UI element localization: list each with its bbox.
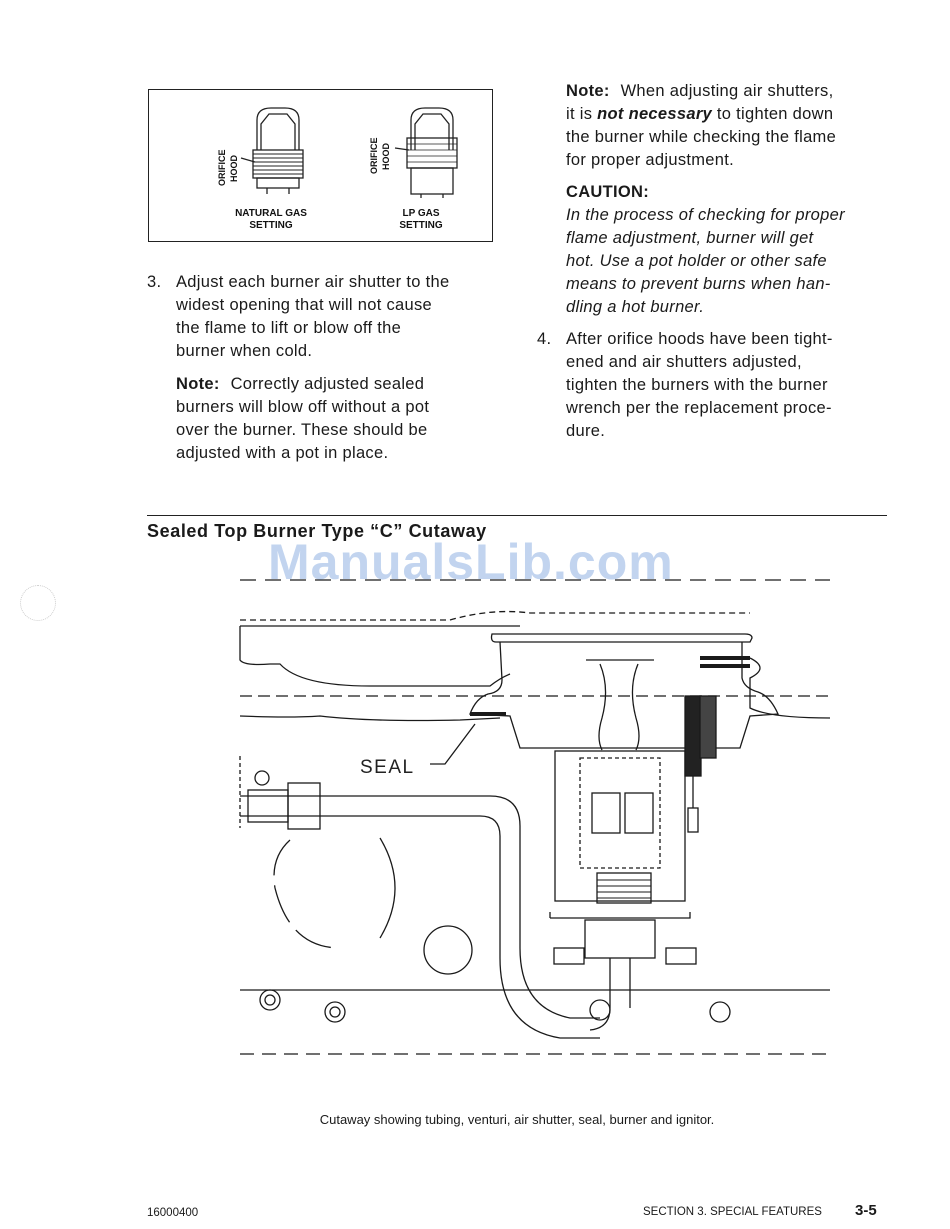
lp-gas-caption-line1: LP GAS: [402, 208, 439, 219]
cooktop-left-profile: [239, 626, 511, 687]
ignitor-insulator: [699, 695, 717, 759]
right-pan-profile: [749, 657, 831, 719]
right-note-line: When adjusting air shutters,: [620, 82, 834, 100]
caution-line: hot. Use a pot holder or other safe: [566, 252, 827, 270]
cutaway-drawing: SEAL: [239, 579, 831, 1055]
left-note-line: burners will blow off without a pot: [176, 398, 430, 416]
footer-doc-number: 16000400: [147, 1207, 199, 1219]
step-4-line: After orifice hoods have been tight-: [566, 330, 833, 348]
caution-line: dling a hot burner.: [566, 298, 705, 316]
gas-tubing-inner: [240, 815, 600, 1039]
left-note-line: over the burner. These should be: [176, 421, 428, 439]
step-4-number: 4.: [537, 330, 552, 348]
right-note-text: to tighten down: [712, 105, 834, 123]
step-3-line: the flame to lift or blow off the: [176, 319, 402, 337]
hidden-arc-right: [379, 837, 396, 939]
lp-gas-orifice-drawing: [394, 107, 458, 198]
right-note-text: it is: [566, 105, 598, 123]
seal-leader-line: [430, 723, 476, 765]
mounting-hole: [709, 1001, 731, 1023]
right-note-emphasis: not necessary: [597, 105, 713, 123]
lower-pan-line: [239, 715, 501, 722]
seal-label: SEAL: [360, 757, 415, 778]
mounting-bracket: [549, 912, 691, 919]
left-note-line: adjusted with a pot in place.: [176, 444, 389, 462]
caution-line: flame adjustment, burner will get: [566, 229, 814, 247]
caution-line: In the process of checking for proper: [566, 206, 845, 224]
section-divider: [147, 515, 887, 516]
orifice-hood-drawings: ORIFICE HOOD ORIFICE HOOD NATURAL GAS SE…: [217, 107, 458, 231]
hidden-arc: [273, 839, 341, 949]
gas-tubing-outer: [240, 795, 600, 1019]
lp-orifice-label-line1: ORIFICE: [369, 137, 379, 174]
natural-gas-caption-line1: NATURAL GAS: [235, 208, 307, 219]
natural-orifice-label-line2: HOOD: [229, 154, 239, 182]
compression-nut: [287, 782, 321, 830]
orifice-fitting: [596, 872, 652, 904]
left-note: Note: Correctly adjusted sealed burners …: [176, 373, 506, 465]
burner-port-hole: [423, 925, 473, 975]
air-shutter-inner: [579, 757, 661, 869]
left-note-label: Note:: [176, 375, 220, 393]
step-3-line: burner when cold.: [176, 342, 313, 360]
caution-line: means to prevent burns when han-: [566, 275, 831, 293]
step-3-number: 3.: [147, 273, 162, 291]
right-note: Note: When adjusting air shutters, it is…: [566, 80, 906, 172]
right-note-label: Note:: [566, 82, 610, 100]
ignitor-spring: [700, 656, 750, 668]
manualslib-watermark: ManualsLib.com: [268, 534, 674, 590]
caution-label: CAUTION:: [566, 183, 650, 201]
left-note-line: Correctly adjusted sealed: [230, 375, 425, 393]
scan-artifact: [20, 585, 56, 621]
lp-orifice-label-line2: HOOD: [381, 142, 391, 170]
natural-gas-orifice-drawing: [240, 107, 304, 194]
right-note-line: for proper adjustment.: [566, 151, 735, 169]
bracket-tab-right: [665, 947, 697, 965]
step-3-text: Adjust each burner air shutter to the wi…: [176, 271, 506, 363]
ignitor-terminal: [687, 807, 699, 833]
step-4-line: wrench per the replacement proce-: [566, 399, 832, 417]
tubing-coupler: [247, 789, 289, 823]
right-note-line: the burner while checking the flame: [566, 128, 837, 146]
fastener-hole: [254, 770, 270, 786]
bracket-tab-left: [553, 947, 585, 965]
natural-gas-caption-line2: SETTING: [249, 220, 293, 231]
lp-gas-caption-line2: SETTING: [399, 220, 443, 231]
step-4-text: After orifice hoods have been tight- ene…: [566, 328, 906, 443]
figure-caption: Cutaway showing tubing, venturi, air shu…: [319, 1112, 715, 1127]
step-4-line: ened and air shutters adjusted,: [566, 353, 802, 371]
caution-block: CAUTION: In the process of checking for …: [566, 181, 906, 319]
air-shutter-housing: [554, 750, 686, 902]
step-3-line: widest opening that will not cause: [176, 296, 433, 314]
step-3-line: Adjust each burner air shutter to the: [176, 273, 450, 291]
orifice-holder: [584, 919, 656, 959]
air-shutter-slot: [624, 792, 654, 834]
orifice-threads: [597, 879, 651, 899]
section-title: Sealed Top Burner Type “C” Cutaway: [147, 521, 487, 541]
orifice-hood-figure: ORIFICE HOOD ORIFICE HOOD NATURAL GAS SE…: [148, 89, 493, 242]
step-4-line: dure.: [566, 422, 606, 440]
mounting-screw: [259, 989, 281, 1011]
step-4-line: tighten the burners with the burner: [566, 376, 828, 394]
mounting-screw: [324, 1001, 346, 1023]
ignitor-electrode: [684, 695, 702, 777]
footer-page-number: 3-5: [855, 1202, 877, 1219]
burner-cutaway-diagram: SEAL: [230, 568, 840, 1073]
burner-head: [469, 641, 779, 749]
air-shutter-slot: [591, 792, 621, 834]
venturi-tube: [598, 663, 640, 751]
burner-cap: [490, 633, 753, 643]
tube-clamp: [589, 999, 611, 1021]
natural-orifice-label-line1: ORIFICE: [217, 149, 227, 186]
footer-section-label: SECTION 3. SPECIAL FEATURES: [643, 1206, 822, 1218]
cooktop-top-surface: [240, 610, 750, 621]
